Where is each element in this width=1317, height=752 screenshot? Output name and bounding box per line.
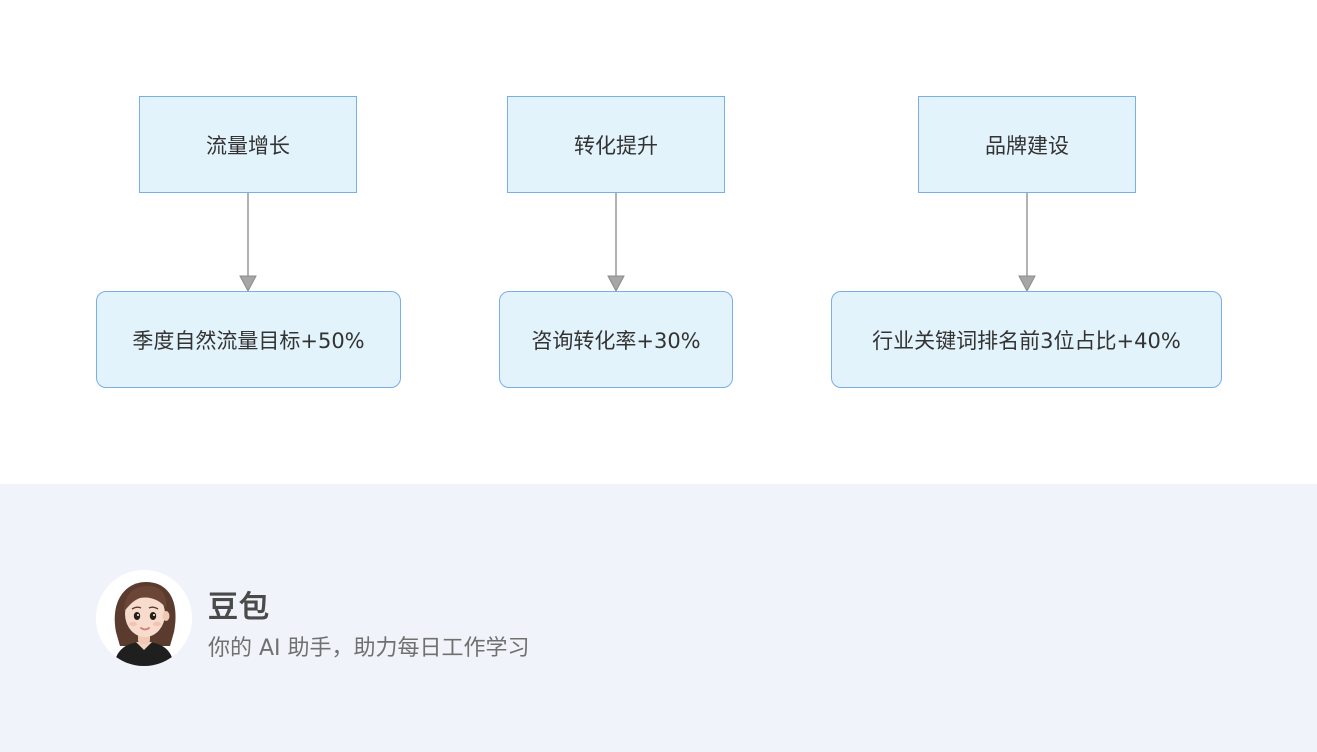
arrowhead-brand — [1018, 275, 1036, 293]
node-brand-target-label: 行业关键词排名前3位占比+40% — [872, 328, 1181, 353]
node-conversion-target: 咨询转化率+30% — [499, 291, 733, 388]
avatar-illustration — [96, 570, 192, 666]
footer-banner: 豆包 你的 AI 助手，助力每日工作学习 — [0, 484, 1317, 752]
node-brand-building: 品牌建设 — [918, 96, 1136, 193]
node-traffic-growth-label: 流量增长 — [206, 133, 290, 158]
node-conversion-lift: 转化提升 — [507, 96, 725, 193]
diagram-connectors — [239, 192, 1036, 293]
node-brand-building-label: 品牌建设 — [985, 133, 1069, 158]
avatar — [96, 570, 192, 666]
node-traffic-target-label: 季度自然流量目标+50% — [132, 328, 365, 353]
node-traffic-target: 季度自然流量目标+50% — [96, 291, 401, 388]
arrowhead-conversion — [607, 275, 625, 293]
brand-name: 豆包 — [208, 590, 270, 625]
flow-diagram: 流量增长 转化提升 品牌建设 季度自然流量目标+50% 咨询转化率+30% 行业… — [96, 96, 1222, 388]
node-traffic-growth: 流量增长 — [139, 96, 357, 193]
brand-tagline: 你的 AI 助手，助力每日工作学习 — [208, 636, 530, 661]
node-conversion-lift-label: 转化提升 — [574, 133, 658, 158]
arrowhead-traffic — [239, 275, 257, 293]
node-brand-target: 行业关键词排名前3位占比+40% — [831, 291, 1222, 388]
node-conversion-target-label: 咨询转化率+30% — [531, 328, 701, 353]
